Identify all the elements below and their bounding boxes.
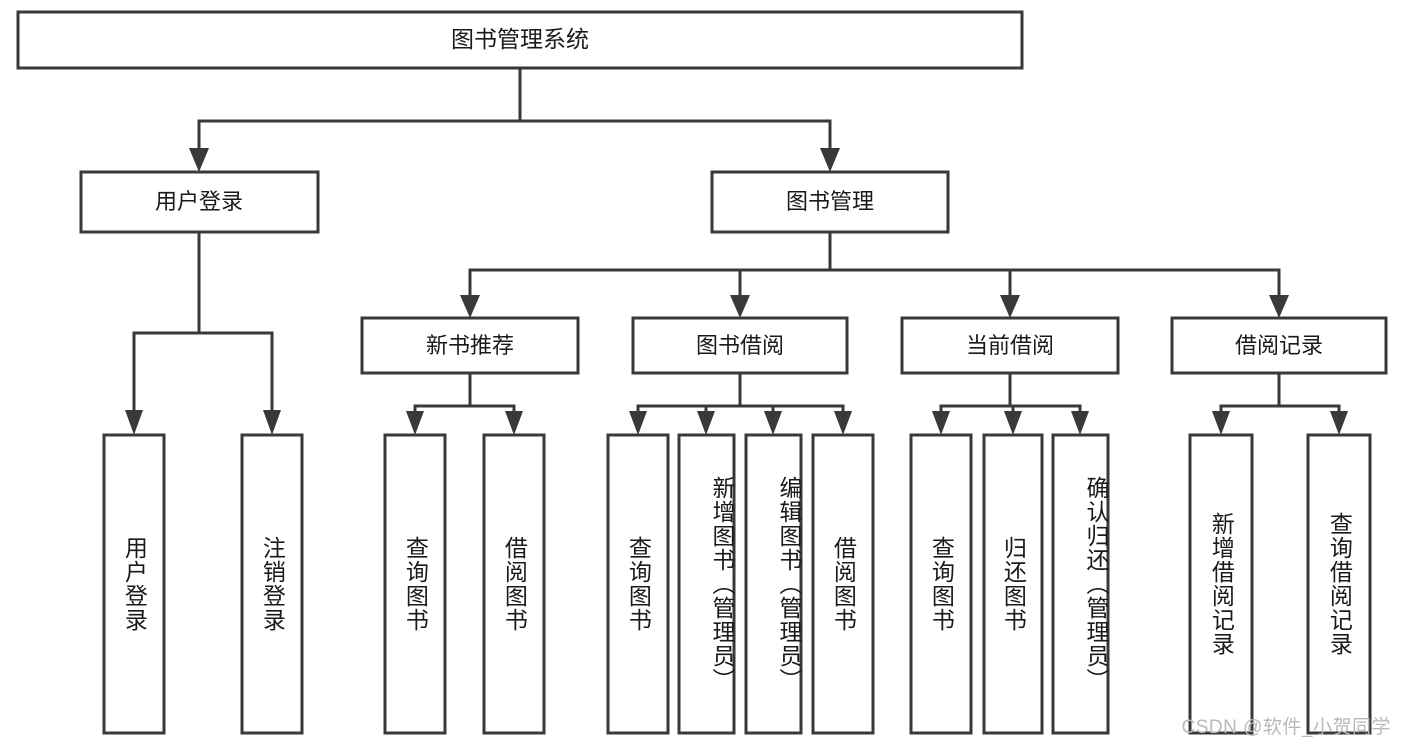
leaf-box-add-book[interactable] — [677, 433, 736, 735]
node-book-manage[interactable]: 图书管理 — [710, 170, 950, 234]
node-new-book-rec-box[interactable] — [360, 316, 580, 375]
leaf-box-query-book-3[interactable] — [909, 433, 973, 735]
arrow-head-leaf-query-book-1 — [406, 411, 424, 435]
node-current-borrow[interactable]: 当前借阅 — [900, 316, 1120, 375]
arrow-head-leaf-edit-book — [764, 411, 782, 435]
node-current-borrow-label: 当前借阅 — [966, 333, 1054, 358]
leaf-box-logout[interactable] — [240, 433, 304, 735]
node-user-login-box[interactable] — [79, 170, 320, 234]
arrow-head-leaf-borrow-book-1 — [505, 411, 523, 435]
arrow-head-leaf-return-book — [1004, 411, 1022, 435]
leaf-box-user-login[interactable] — [102, 433, 166, 735]
node-user-login-label: 用户登录 — [155, 189, 243, 214]
leaf-box-query-record[interactable] — [1306, 433, 1372, 735]
leaf-box-edit-book[interactable] — [744, 433, 803, 735]
arrow-head-leaf-logout — [263, 410, 281, 435]
arrow-head-leaf-query-book-3 — [932, 411, 950, 435]
leaf-box-return-book[interactable] — [982, 433, 1044, 735]
arrow-head-leaf-query-record — [1330, 411, 1348, 435]
node-root[interactable]: 图书管理系统 — [16, 10, 1024, 70]
node-root-label: 图书管理系统 — [451, 26, 589, 52]
node-new-book-rec-label: 新书推荐 — [426, 333, 514, 358]
node-book-manage-box[interactable] — [710, 170, 950, 234]
node-book-manage-label: 图书管理 — [786, 189, 874, 214]
leaf-box-confirm-return[interactable] — [1051, 433, 1110, 735]
node-book-borrow[interactable]: 图书借阅 — [631, 316, 849, 375]
arrow-head-leaf-add-record — [1212, 411, 1230, 435]
arrow-head-book-manage — [820, 148, 840, 172]
arrow-head-leaf-confirm-return — [1071, 411, 1089, 435]
node-current-borrow-box[interactable] — [900, 316, 1120, 375]
arrow-head-new-book-rec — [460, 295, 480, 318]
arrow-head-leaf-add-book — [697, 411, 715, 435]
node-book-borrow-label: 图书借阅 — [696, 333, 784, 358]
leaf-box-query-book-1[interactable] — [383, 433, 447, 735]
arrow-head-leaf-user-login — [125, 410, 143, 435]
node-user-login[interactable]: 用户登录 — [79, 170, 320, 234]
node-borrow-record-label: 借阅记录 — [1235, 333, 1323, 358]
leaf-box-layer — [102, 433, 1372, 735]
leaf-box-query-book-2[interactable] — [606, 433, 670, 735]
node-new-book-rec[interactable]: 新书推荐 — [360, 316, 580, 375]
arrow-head-user-login — [189, 148, 209, 172]
leaf-box-borrow-book-2[interactable] — [811, 433, 875, 735]
leaf-box-add-record[interactable] — [1188, 433, 1254, 735]
leaf-box-borrow-book-1[interactable] — [482, 433, 546, 735]
arrow-head-book-borrow — [730, 295, 750, 318]
connector-layer — [125, 66, 1348, 435]
node-root-box[interactable] — [16, 10, 1024, 70]
csdn-watermark: CSDN @软件_小贺同学 — [1181, 717, 1391, 738]
arrow-head-current-borrow — [1000, 295, 1020, 318]
arrow-head-borrow-record — [1269, 295, 1289, 318]
arrow-head-leaf-borrow-book-2 — [834, 411, 852, 435]
arrow-head-leaf-query-book-2 — [629, 411, 647, 435]
node-book-borrow-box[interactable] — [631, 316, 849, 375]
node-borrow-record-box[interactable] — [1170, 316, 1388, 375]
node-borrow-record[interactable]: 借阅记录 — [1170, 316, 1388, 375]
